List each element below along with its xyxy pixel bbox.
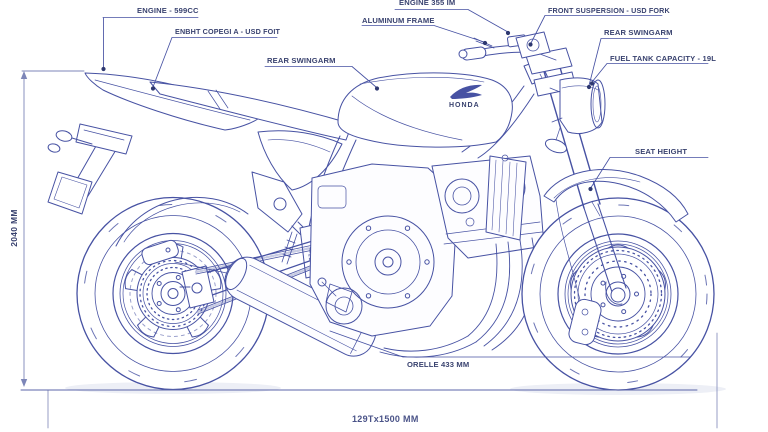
- side-panel: [257, 130, 343, 191]
- tank-badge-text: HONDA: [449, 102, 480, 109]
- dimension-lines: [20, 70, 718, 429]
- callout-front-suspension: FRONT SUSPERSION - USD FORK: [548, 6, 670, 15]
- front-fender: [543, 169, 689, 223]
- dimension-length-label: 129Tx1500 MM: [352, 414, 419, 424]
- rear-brake-caliper: [141, 239, 179, 266]
- front-brake-caliper: [555, 199, 602, 346]
- callout-engine-top: ENGINE 355 IM: [399, 0, 456, 7]
- callout-seat-height: SEAT HEIGHT: [635, 147, 688, 156]
- tail-light-and-plate: [47, 123, 133, 215]
- headlight: [544, 77, 606, 154]
- radiator: [485, 154, 527, 241]
- handlebar: [458, 31, 557, 61]
- rear-fender: [115, 196, 249, 247]
- fuel-tank: [337, 72, 513, 148]
- callout-rear-swingarm-left: REAR SWINGARM: [267, 56, 336, 65]
- callout-leader-lines: [102, 9, 709, 358]
- callout-aluminum-frame: ALUMINUM FRAME: [362, 16, 435, 25]
- honda-wing-icon: [450, 84, 482, 99]
- callout-engine-cc: ENGINE - 599CC: [137, 6, 199, 15]
- callout-rear-swingarm-right: REAR SWINGARM: [604, 28, 673, 37]
- dimension-clearance-label: ORELLE 433 MM: [407, 360, 470, 369]
- callout-anchor-dots: [101, 30, 595, 192]
- callout-fuel-tank: FUEL TANK CAPACITY - 19L: [610, 54, 716, 63]
- callout-front-suspension-alt: ENBHT COPEGI A - USD FOIT: [175, 27, 281, 36]
- rear-wheel: [76, 196, 270, 391]
- dimension-height-label: 2040 MM: [8, 209, 19, 247]
